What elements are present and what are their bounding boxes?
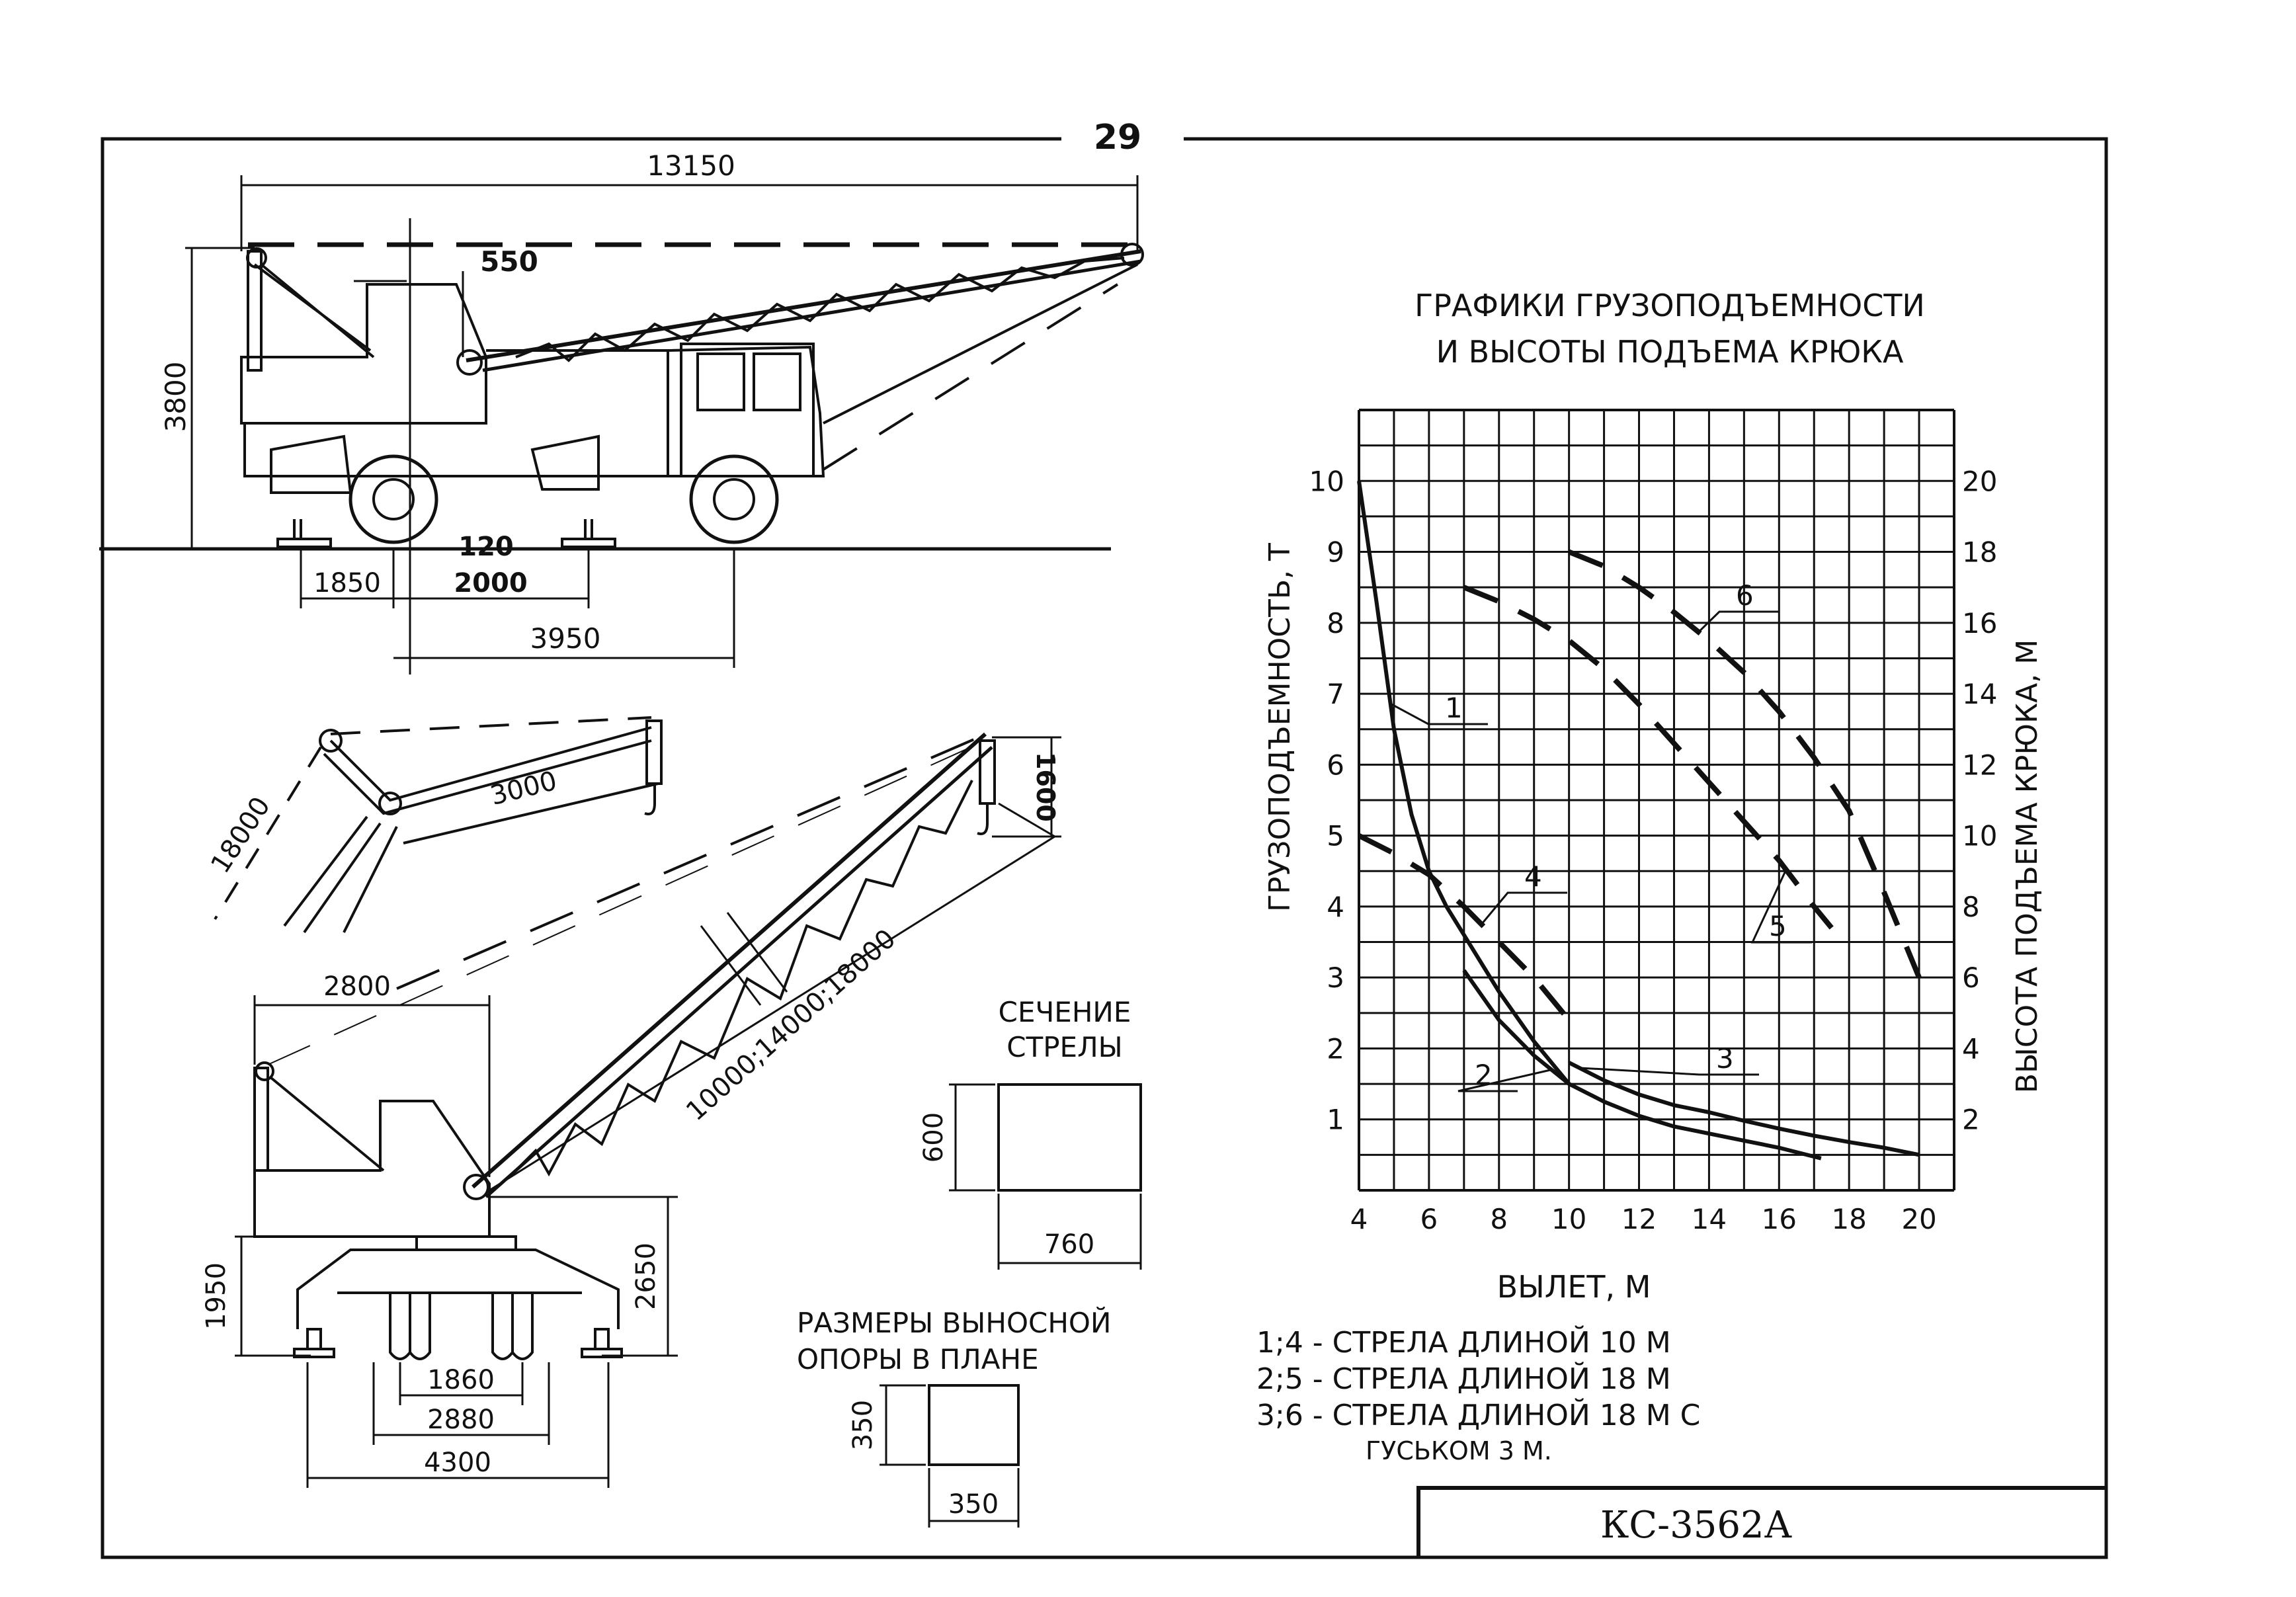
boom-section-height: 600 [919, 1112, 949, 1163]
x-axis-label: ВЫЛЕТ, М [1497, 1269, 1651, 1305]
outrigger-pad-title-1: РАЗМЕРЫ ВЫНОСНОЙ [797, 1306, 1111, 1339]
page-number: 29 [1094, 118, 1141, 157]
series-line-3 [1568, 1061, 1920, 1157]
series-callout-leader [1579, 1067, 1759, 1076]
series-callout-leader [1750, 869, 1812, 944]
sheet-frame [101, 137, 2108, 1559]
dim-platform-height: 2650 [631, 1243, 661, 1310]
boom-section-title-2: СТРЕЛЫ [1006, 1031, 1123, 1063]
chart-title-line-1: ГРАФИКИ ГРУЗОПОДЪЕМНОСТИ [1414, 288, 1925, 323]
x-tick-label: 18 [1831, 1203, 1866, 1235]
y2-tick-label: 12 [1962, 749, 1997, 781]
legend-line-3: 3;6 - СТРЕЛА ДЛИНОЙ 18 М С [1256, 1397, 1700, 1432]
dim-pivot-height: 1950 [201, 1262, 231, 1330]
y-tick-label: 9 [1327, 536, 1344, 569]
y2-tick-label: 4 [1962, 1032, 1980, 1065]
series-callout-leader [1698, 610, 1779, 633]
dim-tail-radius: 2800 [323, 971, 391, 1002]
series-line-5 [1463, 585, 1834, 930]
series-callout-leader [1457, 1069, 1552, 1092]
y2-tick-label: 10 [1962, 820, 1997, 852]
outrigger-pad-width: 350 [948, 1489, 999, 1520]
stamp-title: КС-3562А [1600, 1504, 1792, 1547]
y-tick-label: 6 [1327, 749, 1344, 781]
dim-jib-reach: 18000 [205, 792, 276, 879]
series-callout-leader [1389, 702, 1488, 725]
dim-track-3: 4300 [424, 1448, 491, 1478]
y-tick-label: 10 [1309, 465, 1344, 497]
dim-track-2: 2880 [427, 1405, 495, 1435]
y-tick-label: 7 [1327, 678, 1344, 710]
chart-title-line-2: И ВЫСОТЫ ПОДЪЕМА КРЮКА [1436, 334, 1904, 370]
y2-axis-label: ВЫСОТА ПОДЪЕМА КРЮКА, М [2010, 639, 2044, 1093]
dim-boom-lengths: 10000;14000;18000 [680, 924, 902, 1127]
x-tick-label: 12 [1621, 1203, 1657, 1235]
series-callout-leader [1481, 891, 1567, 925]
x-tick-label: 6 [1420, 1203, 1438, 1235]
x-tick-label: 14 [1692, 1203, 1727, 1235]
dim-wheelbase: 3950 [530, 622, 601, 655]
y2-tick-label: 14 [1962, 678, 1997, 710]
boom-section-title-1: СЕЧЕНИЕ [999, 996, 1131, 1028]
outrigger-pad-height: 350 [848, 1400, 878, 1450]
x-tick-label: 20 [1901, 1203, 1936, 1235]
series-line-1 [1357, 480, 1571, 1085]
y2-tick-label: 6 [1962, 962, 1980, 994]
series-line-6 [1568, 549, 1922, 979]
boom-section-width: 760 [1044, 1229, 1094, 1260]
truck-dimension-lines [185, 175, 1139, 668]
x-tick-label: 4 [1350, 1203, 1368, 1235]
x-tick-label: 16 [1762, 1203, 1797, 1235]
boom-dimension-lines [235, 736, 1061, 1488]
series-callout-label: 4 [1524, 860, 1542, 893]
y-tick-label: 2 [1327, 1032, 1344, 1065]
x-tick-label: 8 [1490, 1203, 1508, 1235]
legend-line-2: 2;5 - СТРЕЛА ДЛИНОЙ 18 М [1256, 1361, 1671, 1396]
outrigger-pad-detail [880, 1384, 1020, 1528]
truck-crane-side-view [99, 218, 1144, 675]
y-tick-label: 8 [1327, 607, 1344, 639]
dim-track-1: 1860 [427, 1365, 495, 1395]
chart-series-group: 1 2 3 4 5 6 [1357, 480, 1922, 1161]
outrigger-pad-title-2: ОПОРЫ В ПЛАНЕ [797, 1343, 1039, 1375]
y2-tick-label: 8 [1962, 891, 1980, 923]
dim-outrigger-base: 2000 [454, 568, 527, 598]
y2-tick-label: 16 [1962, 607, 1997, 639]
boom-section-detail [949, 1083, 1142, 1270]
legend-line-1: 1;4 - СТРЕЛА ДЛИНОЙ 10 М [1256, 1325, 1671, 1360]
y2-tick-label: 18 [1962, 536, 1997, 569]
dim-offset: 550 [480, 245, 538, 278]
series-callout-label: 1 [1445, 692, 1463, 724]
y-tick-label: 5 [1327, 820, 1344, 852]
chart-grid [1358, 409, 1955, 1192]
jib-attachment-view [214, 716, 663, 934]
y-tick-label: 1 [1327, 1104, 1344, 1136]
series-callout-label: 6 [1736, 579, 1754, 612]
y2-tick-label: 2 [1962, 1104, 1980, 1136]
dim-jib-length: 3000 [487, 766, 560, 811]
dim-gap: 120 [458, 532, 514, 562]
series-callout-label: 5 [1769, 910, 1787, 942]
title-block: КС-3562А [1416, 1486, 2106, 1557]
y-tick-label: 3 [1327, 962, 1344, 994]
series-line-2 [1462, 969, 1822, 1161]
legend-line-4: ГУСЬКОМ 3 М. [1366, 1436, 1552, 1465]
dim-height: 3800 [159, 362, 192, 432]
dim-hook-drop: 1600 [1031, 752, 1060, 822]
series-line-4 [1358, 833, 1571, 1022]
dim-overall-length: 13150 [647, 149, 735, 182]
dim-front-outrigger: 1850 [313, 568, 381, 598]
boom-crane-front-view [253, 732, 1055, 1360]
y-axis-label: ГРУЗОПОДЪЕМНОСТЬ, Т [1263, 543, 1297, 912]
series-callout-label: 2 [1475, 1059, 1493, 1091]
y2-tick-label: 20 [1962, 465, 1997, 497]
y-tick-label: 4 [1327, 891, 1344, 923]
x-tick-label: 10 [1551, 1203, 1586, 1235]
series-callout-label: 3 [1716, 1042, 1734, 1075]
